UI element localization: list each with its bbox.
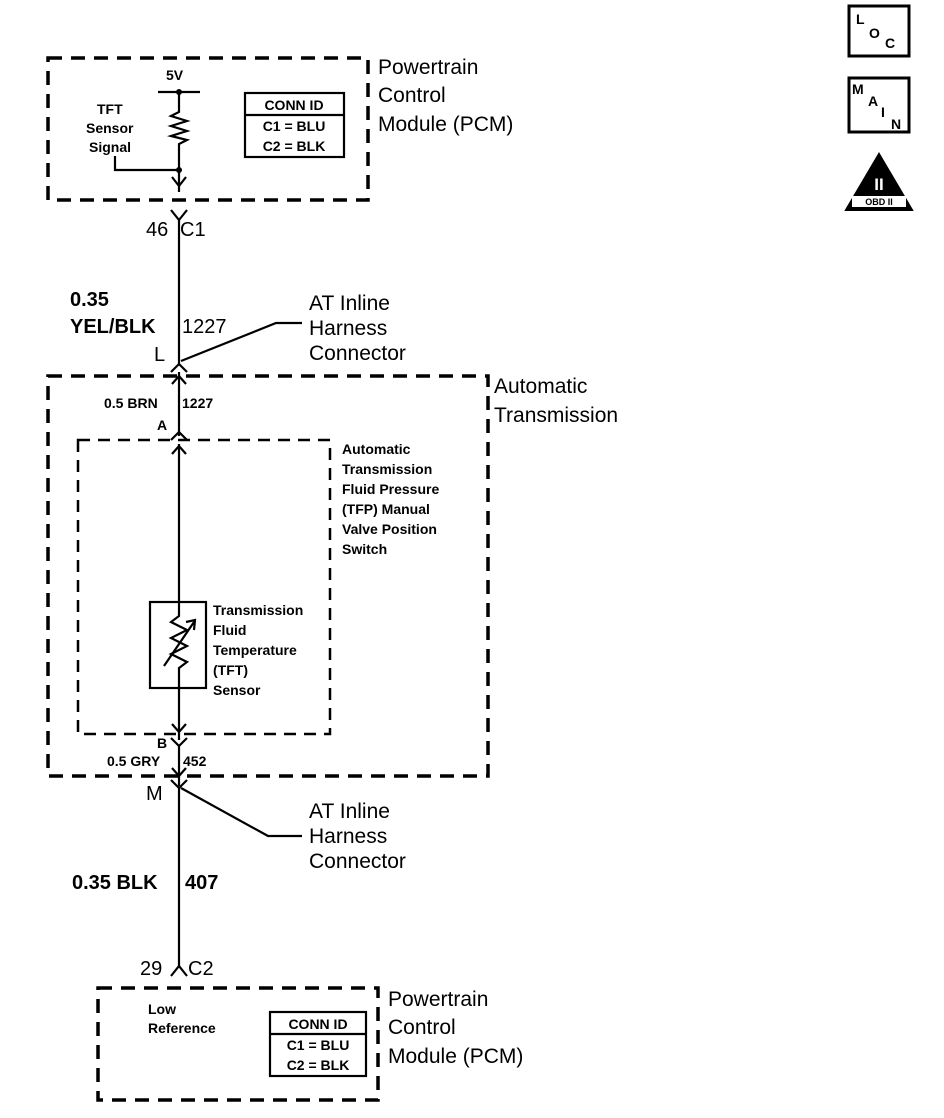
- tft-sensor: Transmission Fluid Temperature (TFT) Sen…: [148, 600, 303, 698]
- voltage-label: 5V: [166, 67, 184, 83]
- arrow-down-icon: [171, 176, 187, 188]
- pcm-bottom-title-1: Powertrain: [388, 988, 488, 1011]
- sensor-label-4: (TFT): [213, 662, 248, 678]
- variable-arrow: [163, 621, 195, 667]
- arrow-up-icon: [171, 374, 187, 385]
- wire-gauge-top: 0.35: [70, 289, 109, 311]
- inline-bottom-label-3: Connector: [309, 850, 406, 873]
- signal-label-2: Sensor: [86, 120, 134, 136]
- tfp-label-3: Fluid Pressure: [342, 481, 439, 497]
- pcm-top-boundary: [46, 56, 370, 202]
- conn-id-table-bottom: CONN ID C1 = BLU C2 = BLK: [268, 1010, 368, 1078]
- wire-in-label: 0.5 BRN: [104, 395, 158, 411]
- obd-ii-badge[interactable]: II OBD II: [844, 152, 914, 211]
- pcm-bottom-title-2: Control: [388, 1016, 456, 1039]
- pcm-top-title-3: Module (PCM): [378, 113, 513, 136]
- sensor-label-5: Sensor: [213, 682, 261, 698]
- pcm-top-title-1: Powertrain: [378, 56, 478, 79]
- obd-numeral: II: [874, 175, 883, 194]
- loc-badge[interactable]: L O C: [847, 4, 911, 58]
- inline-top-label-3: Connector: [309, 342, 406, 365]
- pcm-top: Powertrain Control Module (PCM) 5V TFT S…: [46, 56, 513, 202]
- connector-caret-icon: [170, 430, 188, 441]
- signal-node: [176, 167, 182, 173]
- connector-c1-id: C1: [180, 219, 206, 241]
- loc-letter: L: [856, 11, 865, 27]
- main-letter: N: [891, 116, 901, 132]
- transmission-assembly: Automatic Transmission 0.5 BRN 1227 A Au…: [46, 372, 618, 786]
- connector-caret-icon: [170, 964, 188, 977]
- tfp-label-1: Automatic: [342, 441, 411, 457]
- pin-b: B: [157, 735, 167, 751]
- leader-line: [180, 787, 302, 838]
- tfp-label-5: Valve Position: [342, 521, 437, 537]
- pcm-top-title-2: Control: [378, 84, 446, 107]
- wire-bottom-circuit: 407: [185, 872, 218, 894]
- inline-top-label-1: AT Inline: [309, 292, 390, 315]
- pcm-bottom-title-3: Module (PCM): [388, 1045, 523, 1068]
- sensor-label-1: Transmission: [213, 602, 303, 618]
- tfp-label-4: (TFP) Manual: [342, 501, 430, 517]
- connector-c2: 29 C2: [140, 958, 214, 980]
- arrow-up-icon: [171, 444, 187, 455]
- connector-c2-id: C2: [188, 958, 214, 980]
- signal-label-1: TFT: [97, 101, 123, 117]
- pullup-resistor: [166, 92, 191, 192]
- conn-id-row: C2 = BLK: [287, 1057, 350, 1073]
- leader-line: [180, 321, 302, 363]
- pcm-bottom-boundary: [96, 986, 380, 1102]
- wire-in-circuit: 1227: [182, 395, 213, 411]
- loc-letter: C: [885, 35, 895, 51]
- connector-caret-icon: [170, 362, 188, 373]
- connector-c2-pin: 29: [140, 958, 162, 980]
- inline-bottom-label-1: AT Inline: [309, 800, 390, 823]
- main-letter: M: [852, 81, 864, 97]
- main-badge[interactable]: M A I N: [847, 76, 911, 134]
- wire-color-top: YEL/BLK: [70, 316, 156, 338]
- loc-letter: O: [869, 25, 880, 41]
- pin-a: A: [157, 417, 167, 433]
- transmission-title-1: Automatic: [494, 375, 587, 398]
- arrow-head-icon: [185, 618, 197, 631]
- connector-c1: 46 C1: [146, 209, 206, 241]
- inline-top-label-2: Harness: [309, 317, 387, 340]
- terminal-l: L: [154, 344, 165, 366]
- ref-label-1: Low: [148, 1001, 176, 1017]
- ref-label-2: Reference: [148, 1020, 216, 1036]
- obd-text: OBD II: [865, 197, 893, 207]
- terminal-m: M: [146, 783, 163, 805]
- conn-id-row: C1 = BLU: [287, 1037, 350, 1053]
- sensor-label-3: Temperature: [213, 642, 297, 658]
- conn-id-header: CONN ID: [264, 97, 323, 113]
- sensor-label-2: Fluid: [213, 622, 246, 638]
- arrow-down-icon: [171, 767, 187, 778]
- signal-tap: [113, 156, 179, 172]
- conn-id-header: CONN ID: [288, 1016, 347, 1032]
- conn-id-table-top: CONN ID C1 = BLU C2 = BLK: [243, 91, 346, 159]
- wire-bottom-label: 0.35 BLK: [72, 872, 158, 894]
- thermistor-element: [168, 602, 190, 688]
- main-letter: I: [881, 104, 885, 120]
- main-letter: A: [868, 93, 878, 109]
- tfp-switch-boundary: [76, 438, 332, 736]
- conn-id-row: C1 = BLU: [263, 118, 326, 134]
- inline-bottom-label-2: Harness: [309, 825, 387, 848]
- tfp-label-6: Switch: [342, 541, 387, 557]
- pcm-bottom: Powertrain Control Module (PCM) Low Refe…: [96, 986, 523, 1102]
- wire-out-circuit: 452: [183, 753, 207, 769]
- inline-connector-top: AT Inline Harness Connector: [170, 292, 406, 373]
- conn-id-row: C2 = BLK: [263, 138, 326, 154]
- tfp-label-2: Transmission: [342, 461, 432, 477]
- signal-label-3: Signal: [89, 139, 131, 155]
- transmission-boundary: [46, 374, 490, 778]
- connector-c1-pin: 46: [146, 219, 168, 241]
- arrow-down-icon: [171, 723, 187, 734]
- wire-circuit-top: 1227: [182, 316, 227, 338]
- inline-connector-bottom: M AT Inline Harness Connector: [146, 779, 406, 873]
- transmission-title-2: Transmission: [494, 404, 618, 427]
- wire-out-label: 0.5 GRY: [107, 753, 161, 769]
